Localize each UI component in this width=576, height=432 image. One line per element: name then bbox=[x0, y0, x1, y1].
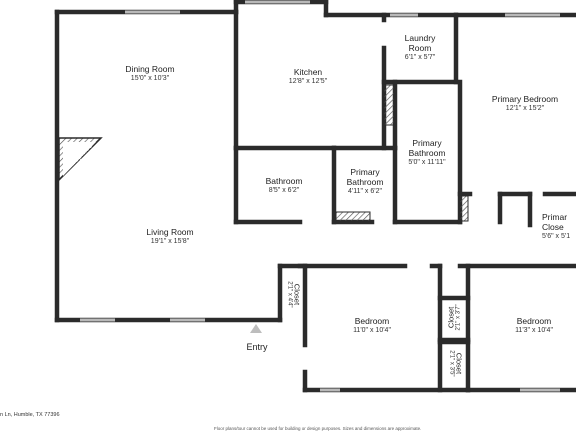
room-bathroom: Bathroom 8'5" x 6'2" bbox=[265, 176, 303, 194]
hatch-block-primary bbox=[459, 195, 469, 222]
room-living: Living Room 19'1" x 15'8" bbox=[146, 227, 194, 245]
room-bedroom-1: Bedroom 11'0" x 10'4" bbox=[353, 316, 391, 334]
room-closet-hall: Closet 2'1" x 4'4" bbox=[286, 281, 302, 308]
room-closet-b: Closet 2'1" x 3'5" bbox=[448, 350, 464, 377]
footer-disclaimer: Floor plans/tour cannot be used for buil… bbox=[214, 426, 422, 431]
entry-label: Entry bbox=[246, 342, 268, 352]
room-laundry: Laundry Room 6'1" x 5'7" bbox=[404, 33, 436, 61]
room-primary-bathroom-small: Primary Bathroom 4'11" x 6'2" bbox=[346, 167, 384, 195]
windows bbox=[80, 0, 560, 392]
room-primary-closet: Primar Close 5'6" x 5'1 bbox=[542, 212, 571, 240]
fireplace-icon bbox=[58, 137, 103, 182]
room-bedroom-2: Bedroom 11'3" x 10'4" bbox=[515, 316, 553, 334]
hatch-block-bath bbox=[335, 211, 371, 222]
room-closet-a: Closet 2'1" x 3'7" bbox=[446, 304, 462, 331]
room-primary-bathroom-large: Primary Bathroom 5'0" x 11'11" bbox=[408, 138, 446, 166]
room-kitchen: Kitchen 12'8" x 12'5" bbox=[288, 67, 328, 85]
footer-address: n Ln, Humble, TX 77396 bbox=[0, 412, 60, 418]
room-dining: Dining Room 15'0" x 10'3" bbox=[125, 64, 175, 82]
entry-arrow-icon bbox=[250, 324, 262, 333]
room-primary-bedroom: Primary Bedroom 12'1" x 15'2" bbox=[491, 94, 559, 112]
hatch-block-kitchen bbox=[383, 84, 395, 126]
